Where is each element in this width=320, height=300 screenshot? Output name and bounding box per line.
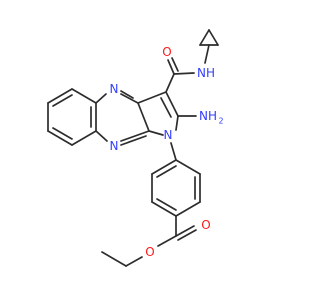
bond (47, 88, 73, 104)
pyrrole-n-label: N (164, 128, 173, 142)
benzo-ring (47, 88, 97, 146)
bond (120, 93, 139, 104)
bond (157, 235, 177, 247)
amide-nh-label: NH (197, 66, 215, 80)
bond (151, 201, 177, 217)
bond (52, 94, 73, 107)
bond (125, 256, 143, 267)
phenyl-ring (151, 159, 201, 217)
ester-carbonyl-o-label: O (201, 218, 210, 232)
bond (137, 102, 150, 132)
bond (177, 229, 197, 241)
pyrrole-ring (137, 91, 179, 136)
bond (71, 88, 97, 104)
bond (71, 130, 97, 146)
bond (156, 165, 177, 178)
chemical-structure: NH O N NH 2 (47, 29, 224, 267)
bond (156, 198, 177, 211)
bond (175, 201, 201, 217)
quinoxaline-n-top-label: N (110, 82, 119, 96)
cyclopropyl-ring (199, 29, 219, 46)
bond (173, 72, 195, 75)
bond (137, 91, 167, 104)
bond (47, 130, 73, 146)
bond (52, 127, 73, 140)
bond (148, 130, 164, 136)
bond (175, 115, 179, 131)
bond (160, 97, 172, 118)
ester-ether-o-label: O (145, 245, 154, 259)
amino-n-label: NH (199, 109, 217, 123)
bond (95, 93, 107, 104)
bond (175, 159, 201, 175)
bond (175, 225, 195, 237)
pyrazine-ring (95, 90, 150, 146)
bond (167, 59, 175, 75)
amide-o-label: O (162, 45, 171, 59)
bond (120, 90, 134, 99)
structure-canvas: NH O N NH 2 (47, 29, 224, 267)
bond (165, 73, 175, 93)
bond (208, 29, 219, 46)
bond (165, 91, 179, 117)
bond (151, 159, 177, 175)
amino-subscript: 2 (218, 117, 223, 126)
bond (101, 251, 127, 267)
bond (95, 130, 108, 142)
bond (199, 29, 210, 46)
bond (204, 44, 210, 64)
bond (171, 57, 179, 72)
bond (120, 130, 150, 142)
bond (120, 135, 147, 146)
bond (170, 142, 177, 161)
quinoxaline-n-bottom-label: N (110, 139, 119, 153)
